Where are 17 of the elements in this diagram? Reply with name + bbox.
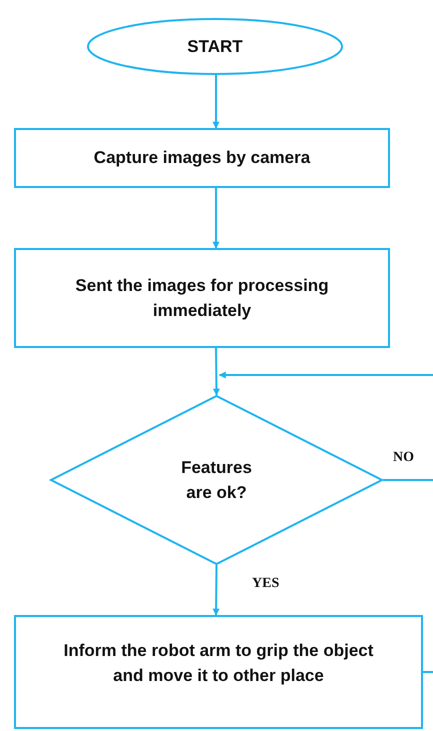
arrow [212, 348, 220, 396]
node-text: Capture images by camera [94, 147, 310, 170]
node-text: START [187, 36, 243, 58]
node-text: Features are ok? [180, 456, 253, 504]
connector-line [383, 479, 433, 481]
process-box [14, 248, 390, 348]
arrow [212, 75, 220, 129]
arrow [212, 188, 220, 249]
node-text: Sent the images for processing immediately [74, 274, 330, 322]
process-box [14, 615, 423, 729]
arrow [218, 372, 433, 378]
connector-line [423, 671, 433, 673]
decision-diamond [50, 395, 383, 565]
node-text: Inform the robot arm to grip the object and move it to other place [62, 640, 374, 687]
process-box [14, 128, 390, 188]
arrow [212, 564, 220, 616]
terminal-ellipse [87, 18, 343, 75]
